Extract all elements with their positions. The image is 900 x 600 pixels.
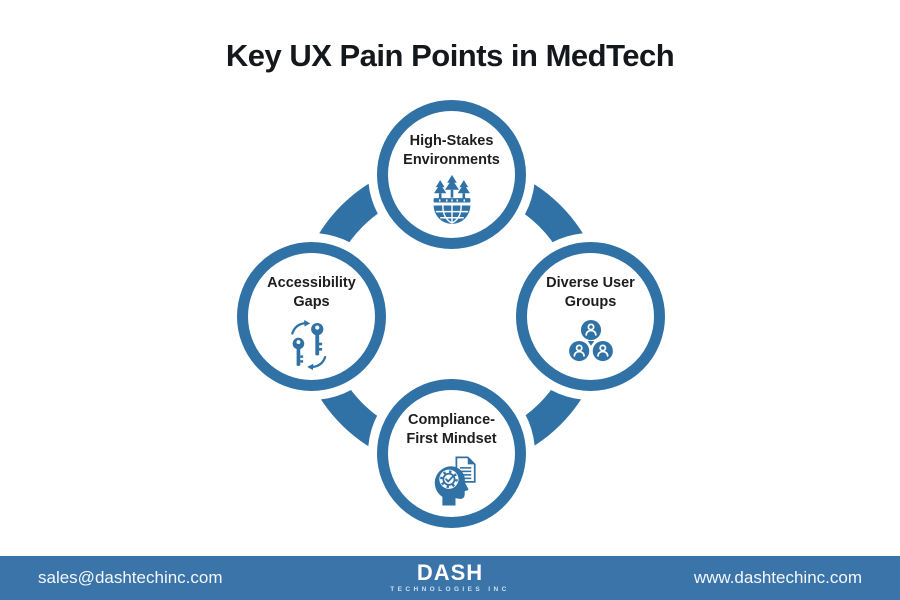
head-gear-document-icon [424, 453, 480, 509]
page-title: Key UX Pain Points in MedTech [225, 38, 675, 73]
logo-name: DASH [416, 560, 484, 586]
globe-trees-icon [424, 174, 480, 230]
node-label-line2: First Mindset [406, 430, 497, 447]
dash-technologies-logo: DASH TECHNOLOGIES INC [370, 562, 530, 594]
node-label: High-Stakes Environments [403, 132, 500, 169]
node-label-line1: Diverse User [546, 275, 635, 291]
node-accessibility-gaps: Accessibility Gaps [237, 242, 386, 391]
node-label: Diverse User Groups [546, 274, 635, 311]
node-label: Accessibility Gaps [267, 274, 356, 311]
user-groups-icon [563, 316, 619, 372]
footer-website: www.dashtechinc.com [693, 568, 862, 587]
node-compliance-first-mindset: Compliance- First Mindset [377, 379, 526, 528]
node-label-line1: Accessibility [267, 275, 356, 291]
node-high-stakes-environments: High-Stakes Environments [377, 100, 526, 249]
node-label-line1: High-Stakes [409, 133, 494, 149]
node-label-line2: Gaps [293, 293, 330, 310]
key-swap-icon [284, 316, 340, 372]
node-label: Compliance- First Mindset [406, 411, 496, 448]
logo-subtitle: TECHNOLOGIES INC [390, 586, 510, 594]
footer-bar: sales@dashtechinc.com DASH TECHNOLOGIES … [0, 556, 900, 600]
node-diverse-user-groups: Diverse User Groups [516, 242, 665, 391]
node-label-line2: Groups [564, 293, 617, 310]
footer-email: sales@dashtechinc.com [38, 568, 223, 587]
node-label-line1: Compliance- [407, 412, 495, 428]
node-label-line2: Environments [403, 151, 500, 168]
